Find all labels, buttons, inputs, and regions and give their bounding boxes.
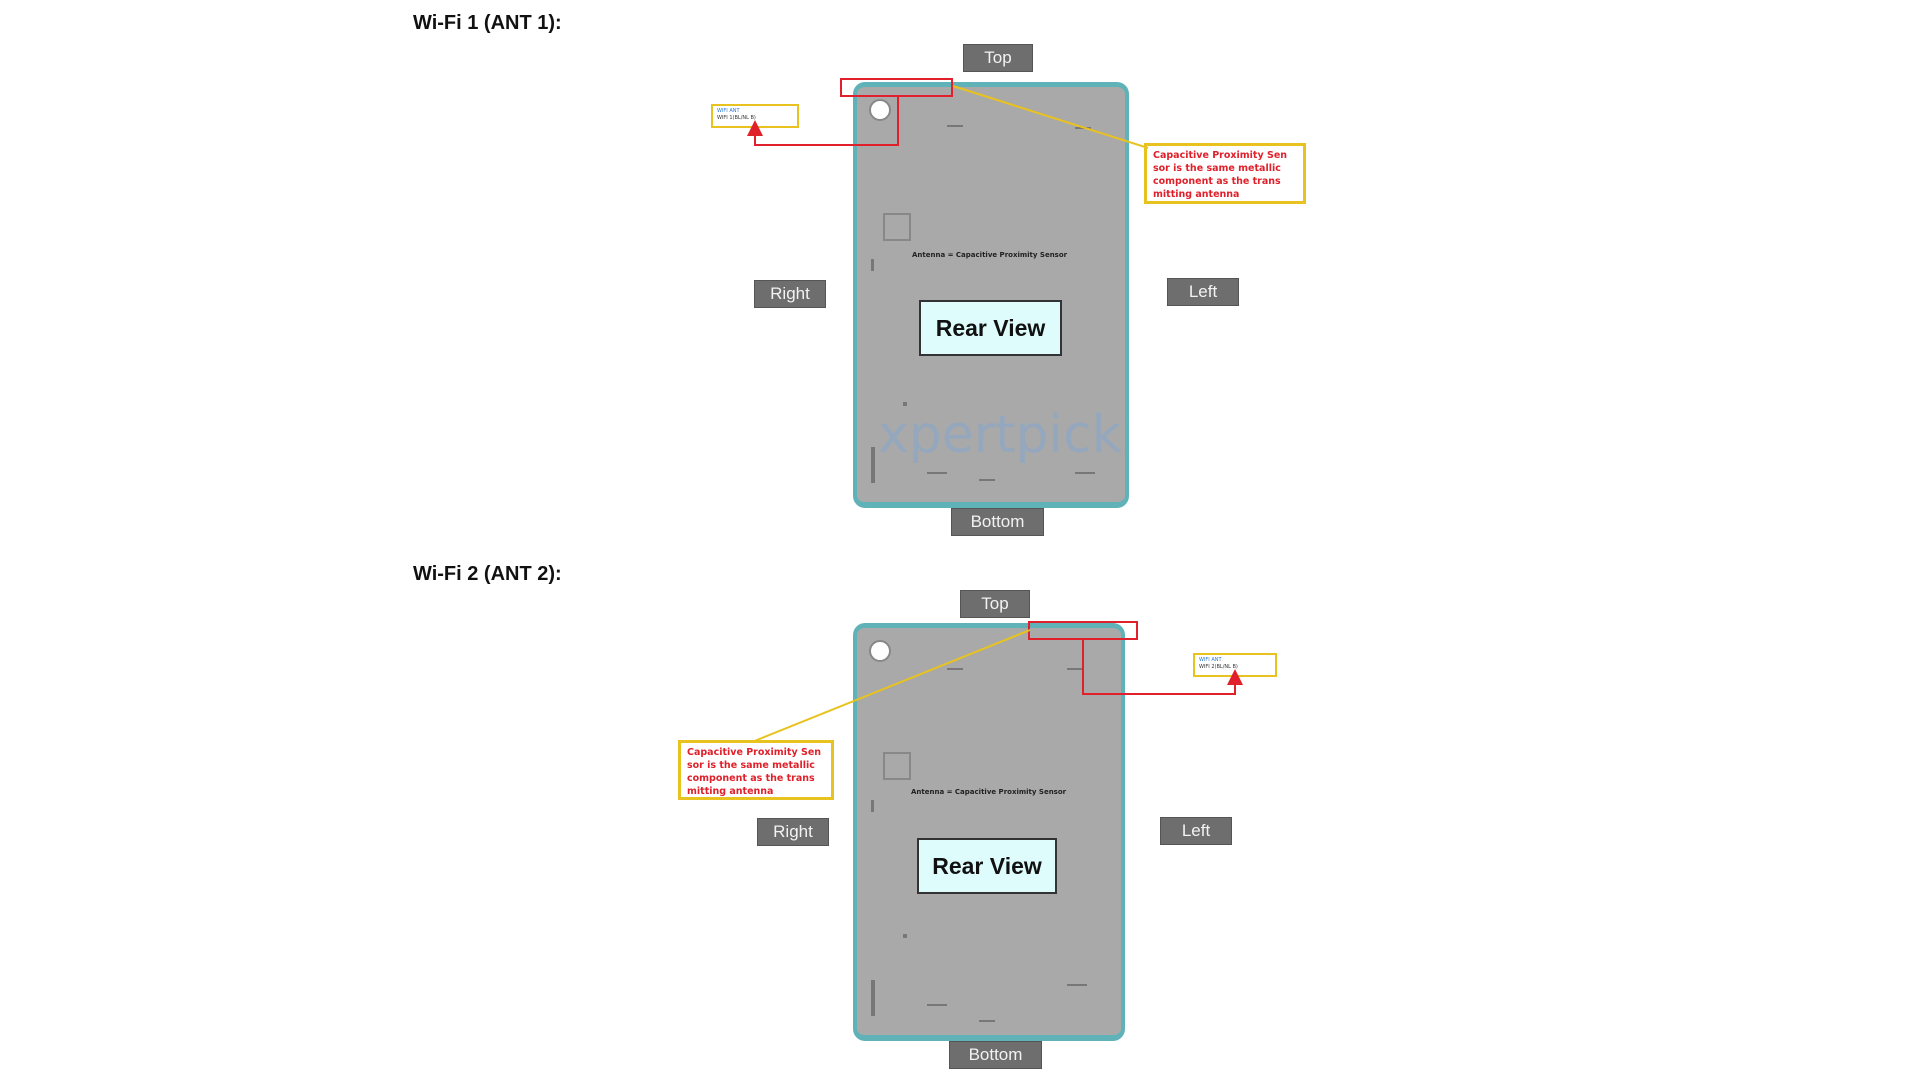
orientation-bottom-label: Bottom	[949, 1041, 1042, 1069]
orientation-right-label: Right	[754, 280, 826, 308]
antenna-note: Antenna = Capacitive Proximity Sensor	[911, 788, 1067, 796]
rear-view-label: Rear View	[917, 838, 1057, 894]
antenna-highlight-box	[840, 78, 953, 97]
orientation-bottom-label: Bottom	[951, 508, 1044, 536]
antenna-note: Antenna = Capacitive Proximity Sensor	[912, 251, 1068, 259]
leader-line-port	[747, 96, 899, 146]
section-title-wifi-2: Wi-Fi 2 (ANT 2):	[413, 563, 562, 585]
capacitive-sensor-callout: Capacitive Proximity Sen sor is the same…	[1144, 143, 1306, 204]
capacitive-sensor-callout: Capacitive Proximity Sen sor is the same…	[678, 740, 834, 800]
camera-icon	[869, 640, 891, 662]
orientation-left-label: Left	[1167, 278, 1239, 306]
rear-view-label: Rear View	[919, 300, 1062, 356]
orientation-left-label: Left	[1160, 817, 1232, 845]
device-rear-outline	[853, 623, 1125, 1041]
orientation-right-label: Right	[757, 818, 829, 846]
orientation-top-label: Top	[960, 590, 1030, 618]
leader-line-port	[1082, 640, 1243, 695]
orientation-top-label: Top	[963, 44, 1033, 72]
camera-icon	[869, 99, 891, 121]
leader-line-callout	[952, 85, 1149, 149]
leader-line-callout	[751, 629, 1031, 743]
section-title-wifi-1: Wi-Fi 1 (ANT 1):	[413, 12, 562, 34]
device-rear-outline	[853, 82, 1129, 508]
watermark-logo: xpertpick	[878, 405, 1122, 465]
